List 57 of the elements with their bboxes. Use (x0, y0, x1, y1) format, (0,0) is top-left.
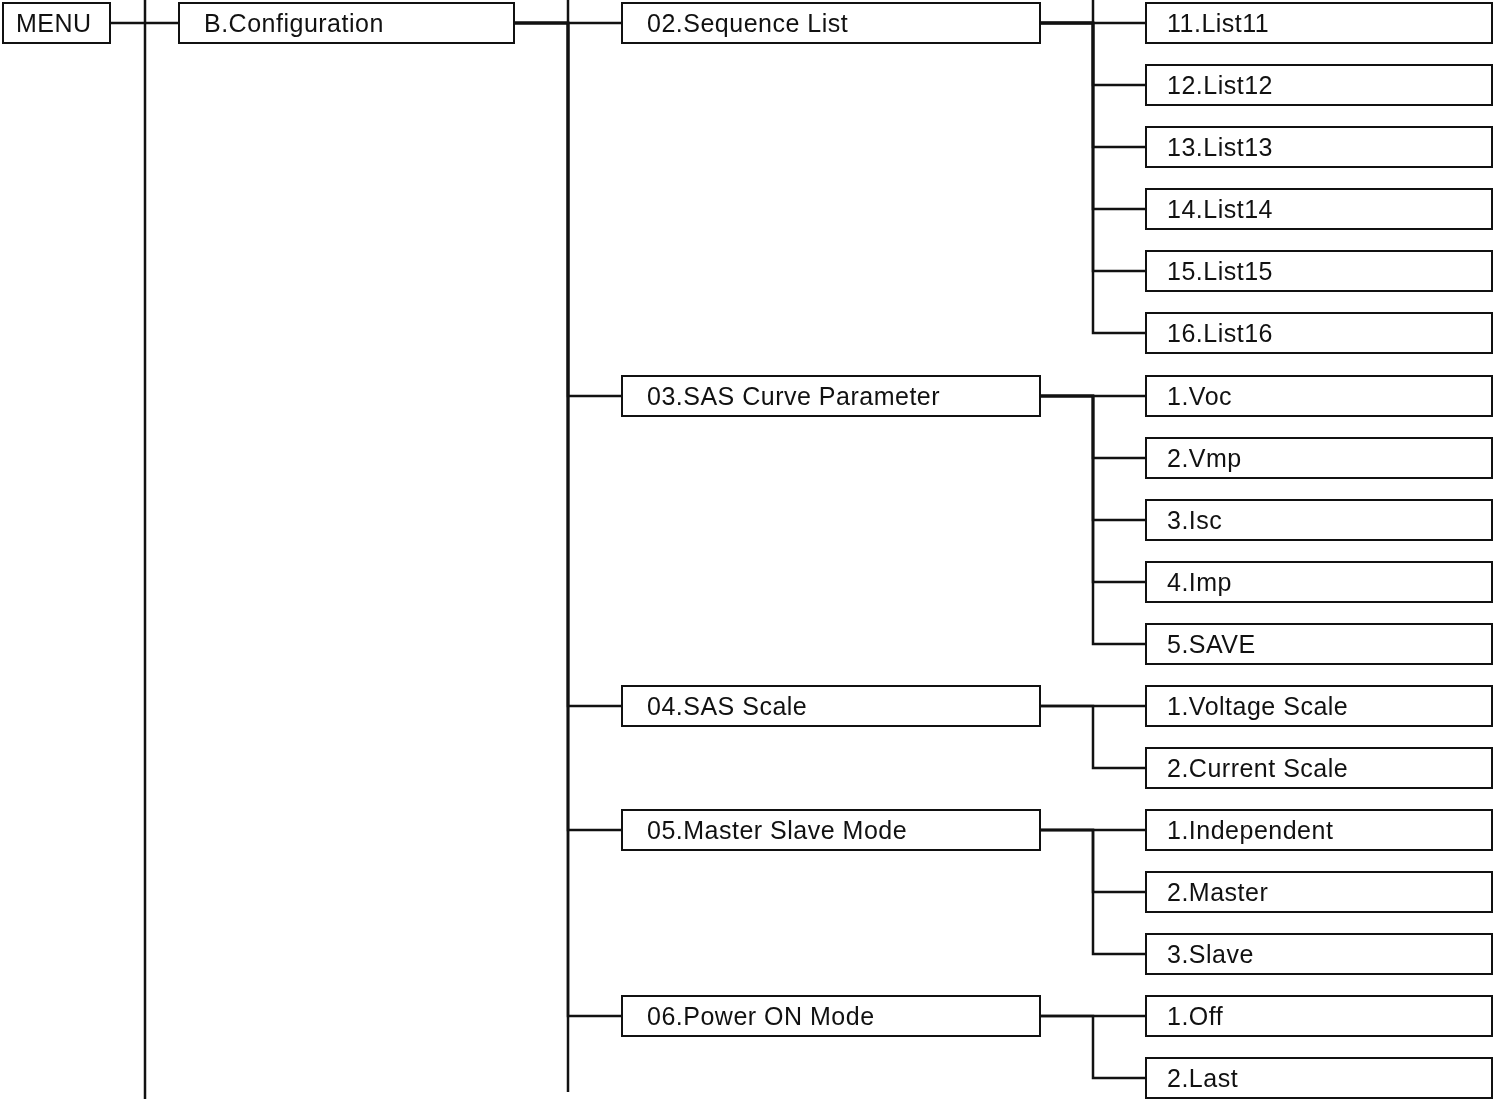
menu-item-label: 11.List11 (1167, 10, 1270, 36)
menu-item-box (2, 2, 111, 44)
menu-item-box (1145, 995, 1493, 1037)
menu-item-label: 12.List12 (1167, 72, 1273, 98)
menu-item-label: 1.Voc (1167, 383, 1233, 409)
menu-item-label: 3.Isc (1167, 507, 1223, 533)
menu-item-box (1145, 437, 1493, 479)
connector-line (515, 21, 621, 1018)
menu-item-box (1145, 809, 1493, 851)
connector-line (1041, 1014, 1145, 1080)
menu-item-label: 2.Current Scale (1167, 755, 1349, 781)
menu-item-box (1145, 188, 1493, 230)
menu-item-label: 13.List13 (1167, 134, 1273, 160)
menu-item-label: 1.Voltage Scale (1167, 693, 1349, 719)
menu-item-box (1145, 250, 1493, 292)
menu-item-label: MENU (16, 10, 92, 36)
connector-line (1041, 828, 1145, 956)
menu-item-box (1145, 933, 1493, 975)
menu-item-label: 1.Off (1167, 1003, 1224, 1029)
menu-item-label: 03.SAS Curve Parameter (647, 383, 941, 409)
menu-item-box (1145, 64, 1493, 106)
menu-item-box (621, 685, 1041, 727)
menu-item-box (621, 995, 1041, 1037)
menu-item-box (621, 2, 1041, 44)
connector-line (1041, 21, 1145, 335)
menu-item-box (621, 809, 1041, 851)
menu-item-label: B.Configuration (204, 10, 384, 36)
menu-item-label: 3.Slave (1167, 941, 1254, 967)
menu-item-label: 14.List14 (1167, 196, 1273, 222)
menu-item-box (1145, 685, 1493, 727)
menu-item-box (1145, 499, 1493, 541)
menu-item-box (1145, 871, 1493, 913)
menu-item-label: 2.Last (1167, 1065, 1239, 1091)
menu-item-box (1145, 747, 1493, 789)
menu-item-label: 1.Independent (1167, 817, 1334, 843)
menu-item-label: 04.SAS Scale (647, 693, 808, 719)
menu-item-box (1145, 375, 1493, 417)
connector-line (1041, 394, 1145, 646)
menu-item-label: 2.Master (1167, 879, 1269, 905)
menu-item-box (621, 375, 1041, 417)
menu-item-label: 06.Power ON Mode (647, 1003, 875, 1029)
menu-item-label: 02.Sequence List (647, 10, 849, 36)
menu-item-label: 15.List15 (1167, 258, 1273, 284)
menu-item-box (178, 2, 515, 44)
menu-item-box (1145, 1057, 1493, 1099)
menu-item-box (1145, 2, 1493, 44)
menu-item-box (1145, 623, 1493, 665)
menu-item-label: 05.Master Slave Mode (647, 817, 908, 843)
menu-item-label: 5.SAVE (1167, 631, 1256, 657)
menu-item-label: 2.Vmp (1167, 445, 1242, 471)
menu-item-label: 16.List16 (1167, 320, 1273, 346)
menu-item-box (1145, 312, 1493, 354)
menu-item-box (1145, 126, 1493, 168)
connector-line (1041, 704, 1145, 770)
menu-item-label: 4.Imp (1167, 569, 1233, 595)
menu-item-box (1145, 561, 1493, 603)
connector-line (111, 21, 178, 25)
